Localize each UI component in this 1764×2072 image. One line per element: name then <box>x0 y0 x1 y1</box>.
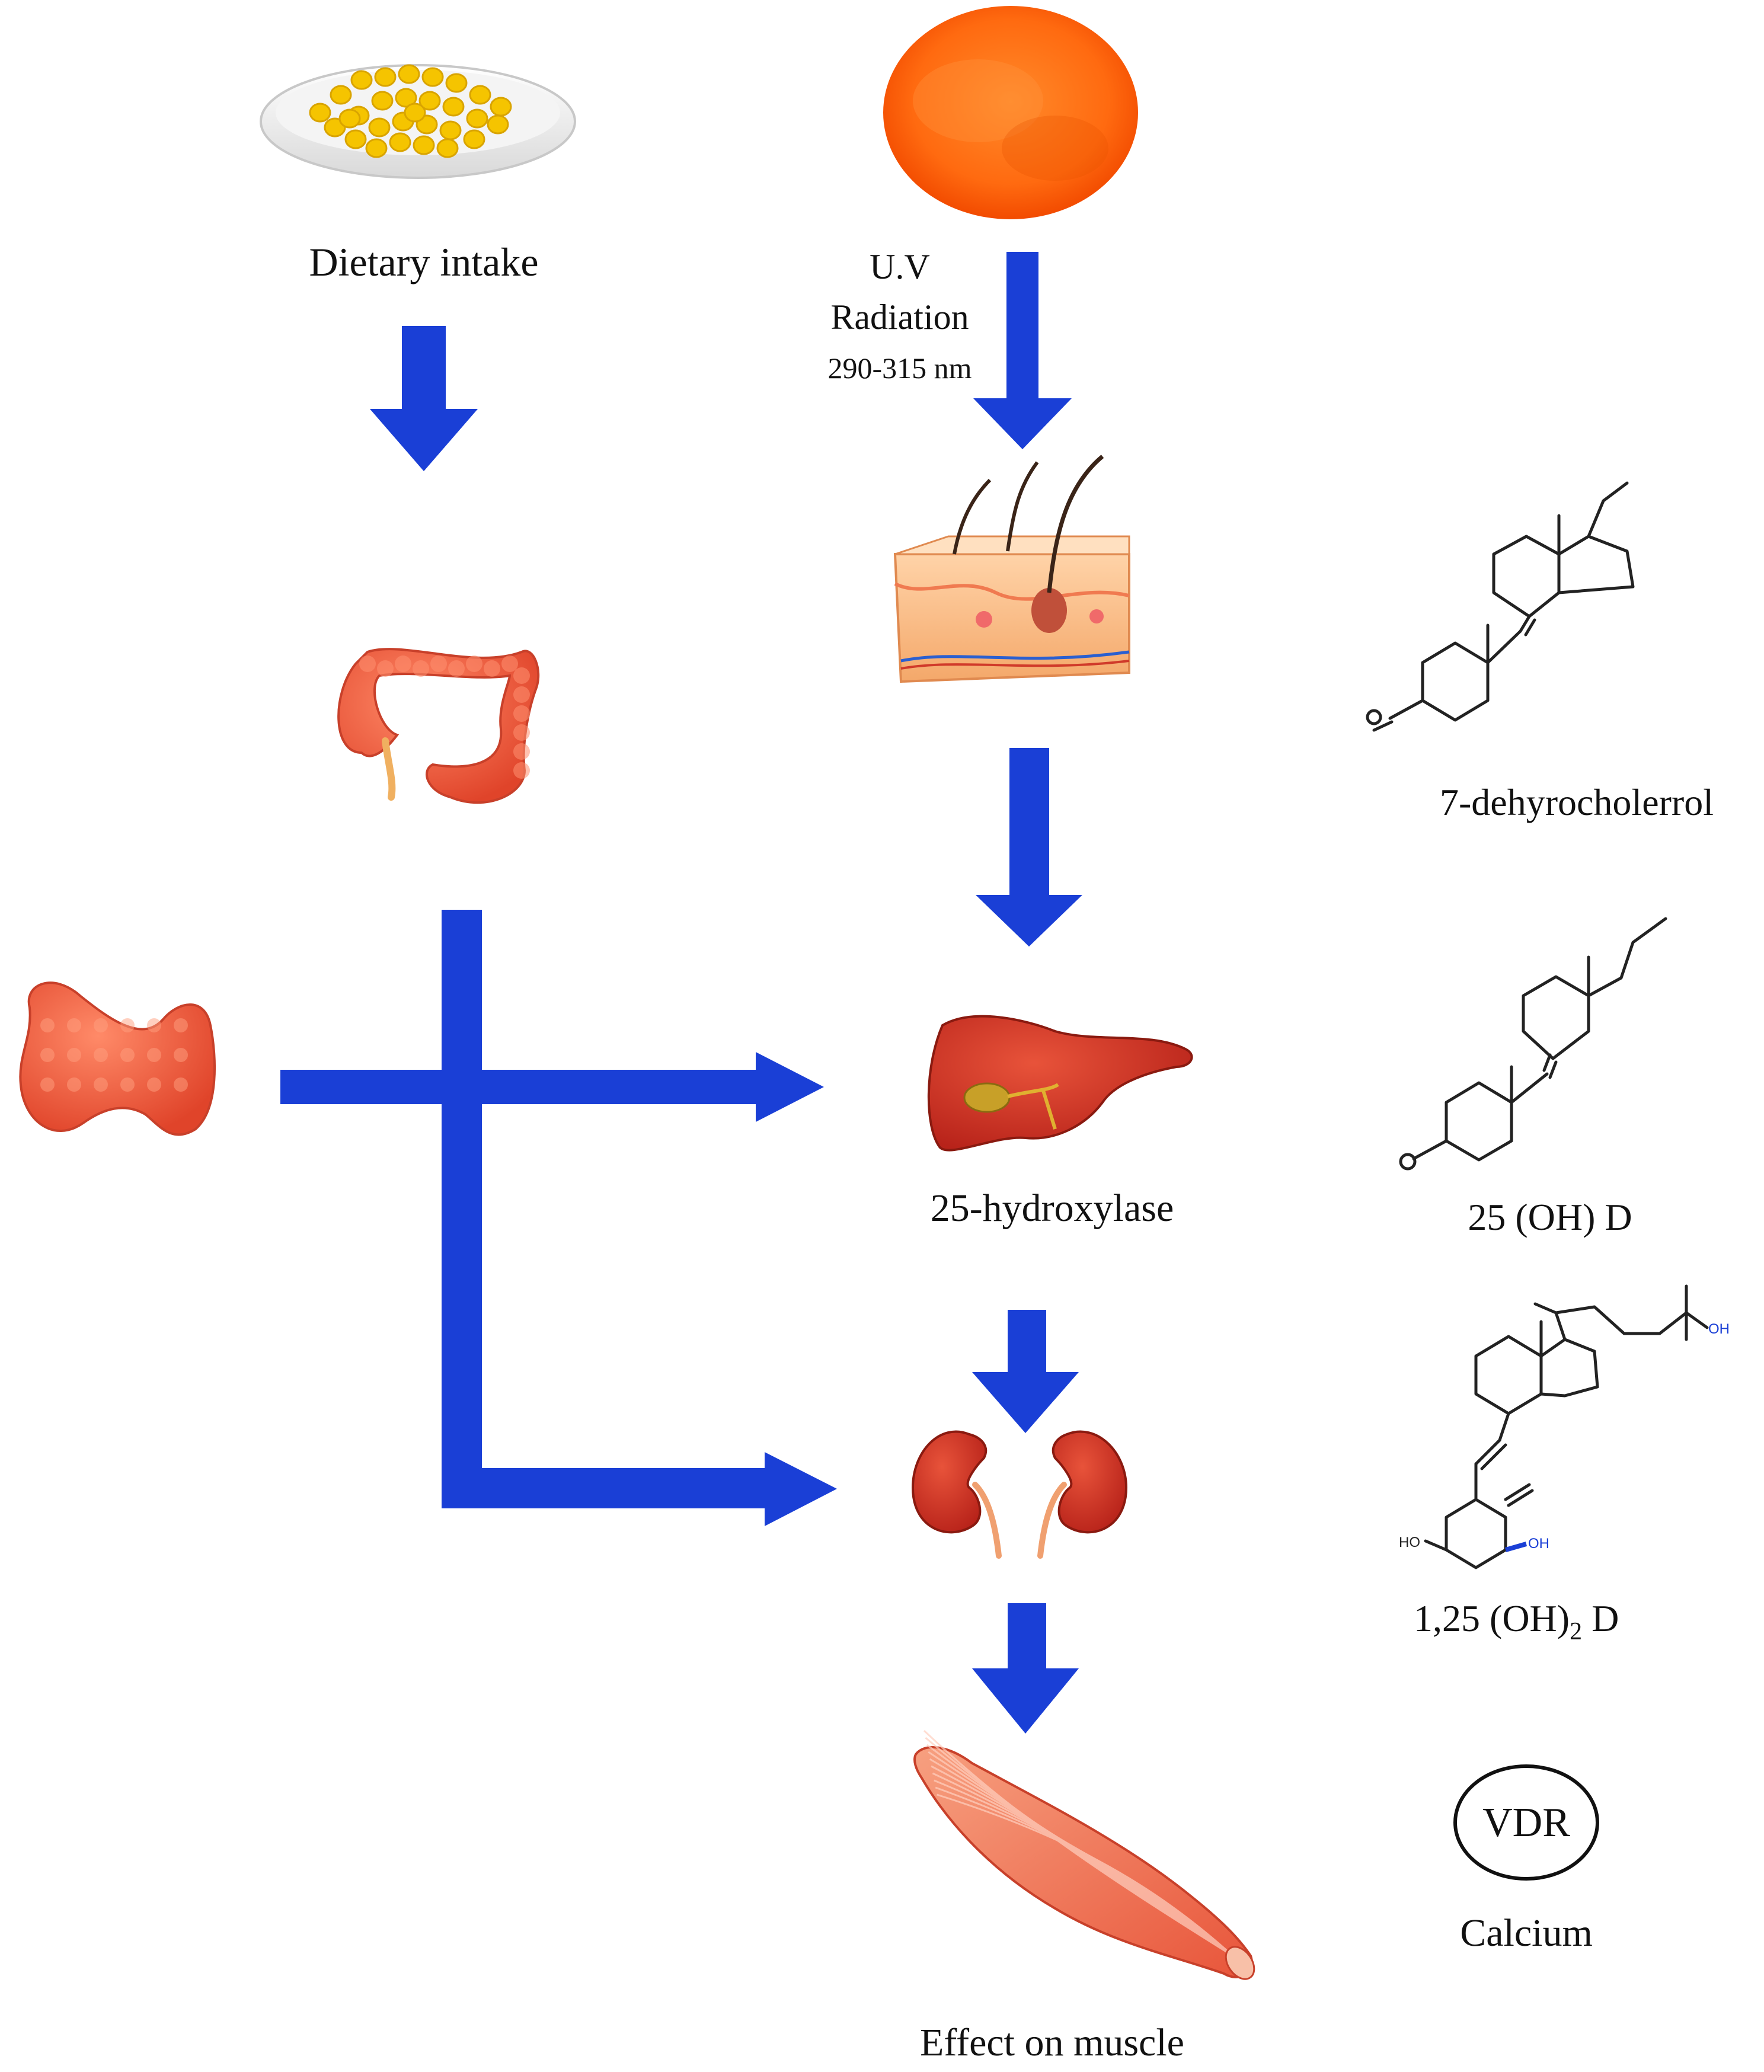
intestine-icon <box>337 648 540 804</box>
skin-section-icon <box>893 455 1130 683</box>
hydroxylase-label: 25-hydroxylase <box>931 1187 1174 1230</box>
oh-ring-label: OH <box>1528 1536 1549 1552</box>
arrow-skin-to-liver <box>976 748 1082 947</box>
pill <box>389 132 411 152</box>
pill <box>404 103 426 123</box>
radiation-label: Radiation <box>830 298 969 337</box>
pill <box>418 91 441 111</box>
dehydrocholesterol-label: 7-dehyrocholerrol <box>1440 781 1714 823</box>
pill <box>421 67 444 87</box>
pill <box>371 91 394 111</box>
kidneys-icon <box>911 1430 1128 1559</box>
pill <box>368 117 391 138</box>
pill <box>413 135 435 155</box>
pill <box>490 97 512 117</box>
pill <box>469 85 491 105</box>
effect-on-muscle-label: Effect on muscle <box>920 2021 1184 2064</box>
pill <box>350 70 373 90</box>
arrow-uv-to-skin <box>973 252 1072 449</box>
liver-icon <box>927 1015 1193 1152</box>
parathyroid-gland-icon <box>19 981 216 1136</box>
pill <box>487 114 509 135</box>
muscle-icon <box>913 1729 1255 1980</box>
25-oh-d-label: 25 (OH) D <box>1468 1196 1632 1238</box>
pill <box>442 97 465 117</box>
pill <box>338 108 361 129</box>
vdr-label: VDR <box>1482 1800 1570 1846</box>
arrow-liver-to-kidney <box>972 1310 1079 1433</box>
arrow-kidney-to-muscle <box>972 1603 1079 1734</box>
pill <box>330 85 352 105</box>
oh-side-chain-label: OH <box>1708 1321 1730 1337</box>
molecule-1-25-oh2-d: OH HO OH <box>1399 1284 1730 1569</box>
pill <box>439 120 462 140</box>
arrow-dietary-to-intestine <box>370 326 478 471</box>
wavelength-label: 290-315 nm <box>827 351 972 385</box>
supplement-dish-icon <box>260 64 576 179</box>
pill <box>398 64 420 84</box>
pill <box>344 129 367 149</box>
vdr-circle <box>1453 1764 1599 1881</box>
1-25-oh2-d-label: 1,25 (OH)2 D <box>1414 1597 1619 1645</box>
molecule-7-dehydrocholesterol <box>1366 481 1635 732</box>
pill <box>445 73 468 93</box>
pill <box>463 129 485 149</box>
ho-label: HO <box>1399 1534 1420 1550</box>
pill <box>309 103 331 123</box>
pill <box>365 138 388 158</box>
sun-icon <box>883 6 1138 219</box>
pill <box>374 67 397 87</box>
pill <box>436 138 459 158</box>
calcium-label: Calcium <box>1460 1911 1593 1955</box>
uv-label: U.V <box>870 247 930 286</box>
pill <box>466 108 488 129</box>
dietary-intake-label: Dietary intake <box>309 239 538 284</box>
regulation-bracket <box>280 910 837 1526</box>
pill <box>395 88 417 108</box>
molecule-25-oh-d <box>1399 917 1667 1171</box>
